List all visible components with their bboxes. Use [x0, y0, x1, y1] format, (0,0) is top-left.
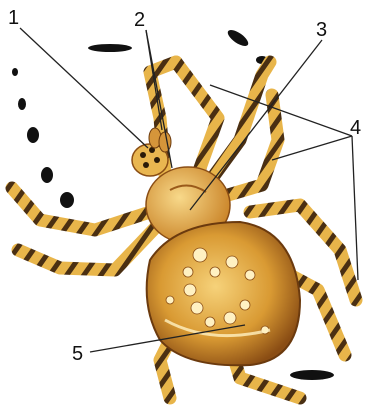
leader-line-4c [352, 136, 358, 280]
label-5: 5 [72, 343, 83, 365]
label-1: 1 [8, 7, 19, 29]
label-3: 3 [316, 19, 327, 41]
leg-left-1 [12, 188, 150, 230]
label-2: 2 [134, 9, 145, 31]
abdomen [147, 222, 300, 365]
label-4: 4 [350, 117, 361, 139]
leg-front-right-1 [176, 62, 218, 182]
